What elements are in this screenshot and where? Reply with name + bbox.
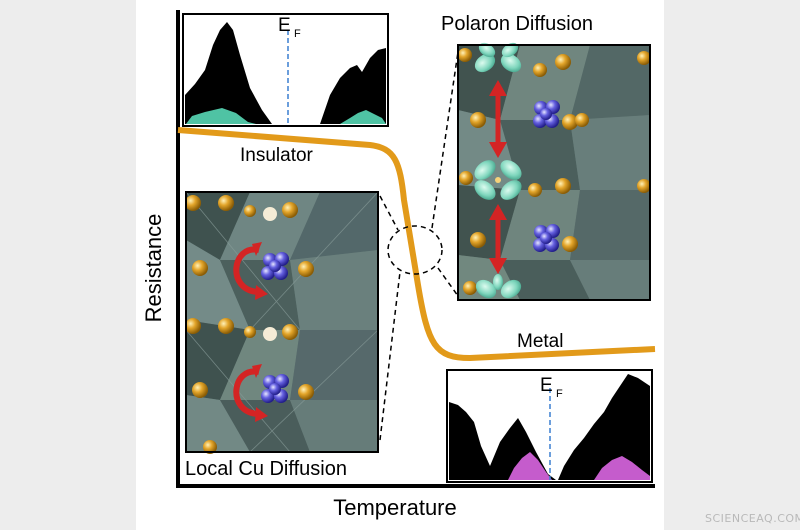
transition-circle	[387, 225, 443, 275]
polaron-cluster-bottom	[533, 224, 560, 252]
resistance-curve	[177, 127, 656, 361]
local-cu-panel: Local Cu Diffusion	[185, 191, 379, 480]
polaron-orbital-top	[474, 42, 522, 73]
insulator-label: Insulator	[240, 145, 314, 166]
rotation-arrowhead-bottom	[252, 364, 262, 378]
rotation-arrowhead-top	[252, 242, 262, 256]
margin-right	[664, 0, 800, 530]
polaron-orbital-middle	[474, 160, 522, 200]
fermi-label-bottom-sub: F	[556, 388, 563, 400]
x-axis-label: Temperature	[333, 495, 457, 520]
polaron-orbital-bottom	[475, 274, 522, 299]
cu-atoms-right	[458, 48, 651, 295]
rotation-arrows	[233, 246, 260, 417]
fermi-label-top: E	[278, 15, 291, 36]
margin-left	[0, 0, 136, 530]
cu-cluster-top	[261, 252, 289, 280]
dos-inset-insulator: E F	[182, 13, 389, 127]
rotation-arrowhead-bottom-2	[255, 407, 268, 422]
dos-inset-metal: E F	[446, 369, 653, 483]
polaron-title: Polaron Diffusion	[441, 13, 593, 35]
zoom-leader-lines	[379, 51, 459, 441]
cu-atoms-left	[185, 195, 314, 454]
metal-label: Metal	[517, 331, 563, 352]
polaron-panel: Polaron Diffusion	[441, 13, 651, 301]
rotation-arrowhead-top-2	[255, 285, 268, 300]
polaron-arrow-lower	[489, 204, 507, 274]
fermi-label-bottom: E	[540, 375, 553, 396]
y-axis-label: Resistance	[141, 214, 166, 323]
polaron-lattice-polyhedra	[458, 45, 650, 300]
fermi-label-top-sub: F	[294, 28, 301, 40]
local-lattice-polyhedra	[186, 192, 378, 452]
local-cu-title: Local Cu Diffusion	[185, 458, 347, 480]
polaron-cluster-top	[533, 100, 560, 128]
polaron-arrow-upper	[489, 80, 507, 158]
watermark: SCIENCEAQ.COM	[705, 512, 800, 525]
cu-cluster-bottom	[261, 374, 289, 403]
